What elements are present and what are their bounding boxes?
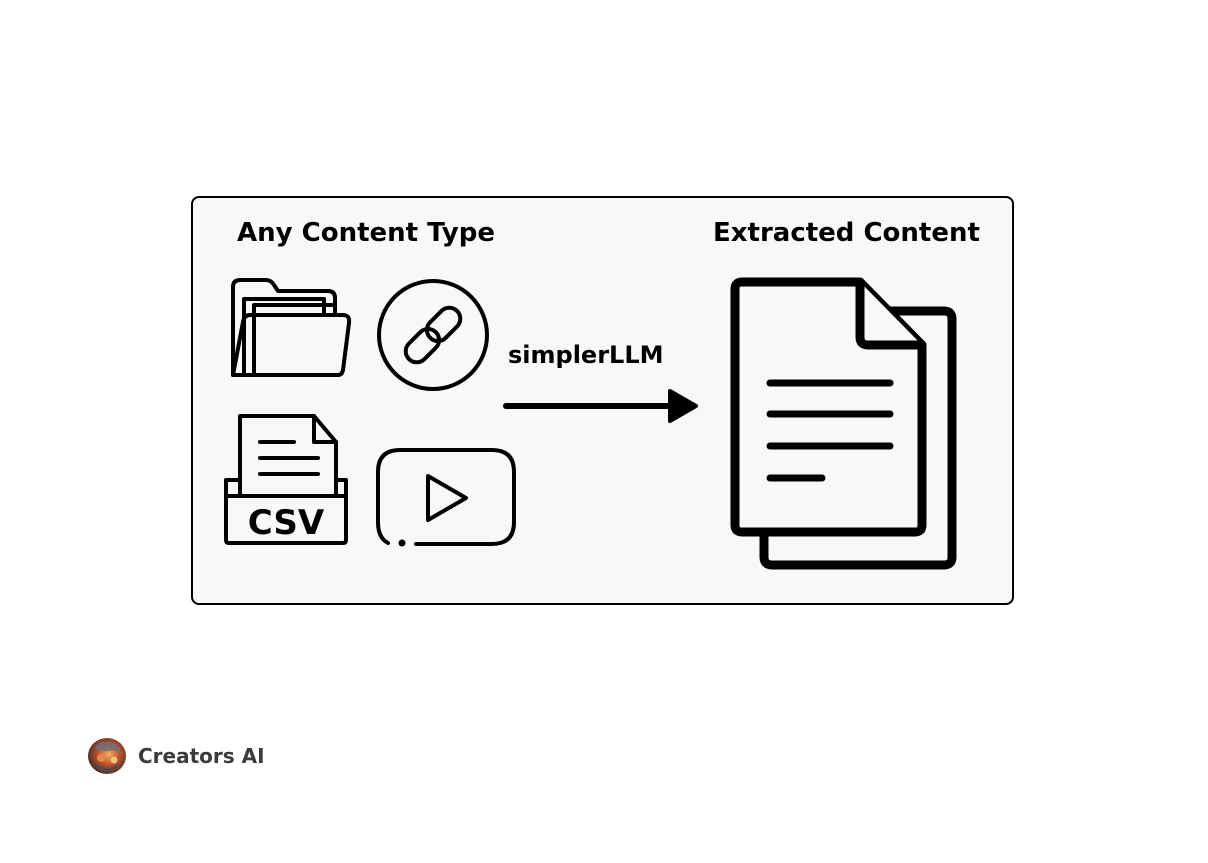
csv-label: CSV xyxy=(248,503,325,543)
brand: Creators AI xyxy=(86,736,265,776)
video-play-icon xyxy=(374,446,520,548)
csv-file-icon: CSV xyxy=(222,412,352,546)
output-heading: Extracted Content xyxy=(713,218,980,248)
folder-icon xyxy=(228,277,352,379)
process-label: simplerLLM xyxy=(508,341,664,369)
input-heading: Any Content Type xyxy=(237,218,495,248)
arrow-right-icon xyxy=(503,388,700,424)
creators-ai-logo xyxy=(86,736,128,776)
link-icon xyxy=(375,277,491,393)
document-stack-icon xyxy=(730,277,960,571)
brand-name: Creators AI xyxy=(138,744,265,768)
